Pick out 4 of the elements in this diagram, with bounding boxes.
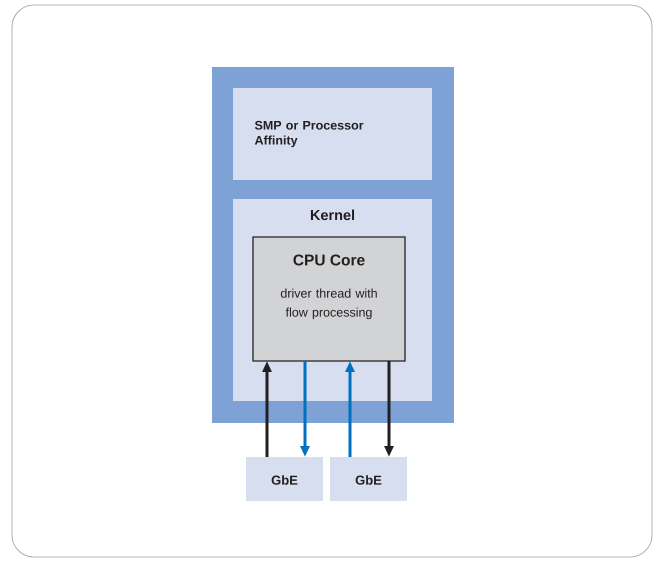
- gbe-box: GbE: [246, 456, 323, 501]
- gbe-box: GbE: [330, 456, 407, 501]
- panel: SMP or Processor Affinity: [233, 88, 432, 180]
- cpu-core-box: CPU Core driver thread with flow processing: [252, 236, 406, 362]
